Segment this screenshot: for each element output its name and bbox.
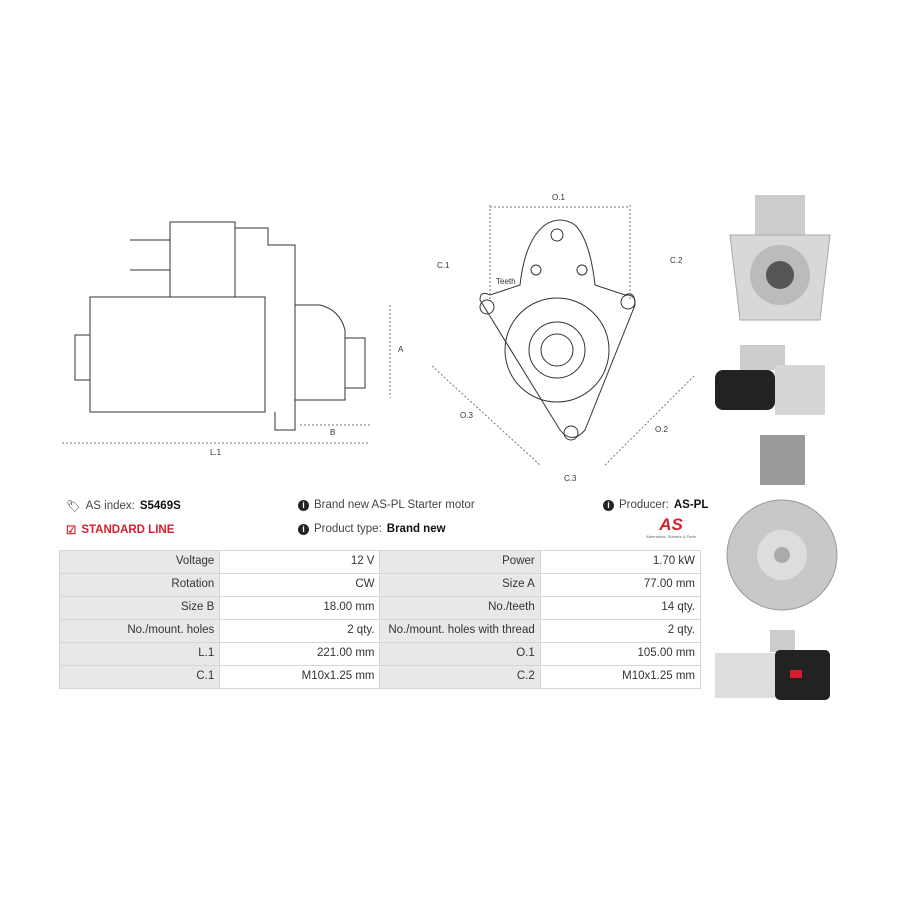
label-c3: C.3 <box>564 474 577 483</box>
info-icon: i <box>603 499 614 511</box>
spec-value: M10x1.25 mm <box>219 665 381 689</box>
spec-value: 1.70 kW <box>539 550 702 574</box>
product-photo-side <box>715 345 825 415</box>
spec-value: 77.00 mm <box>539 573 702 597</box>
spec-label: C.1 <box>58 665 221 689</box>
technical-drawing: L.1 A B O.1 O.2 O.3 C.1 C.2 C.3 Teeth <box>62 193 696 483</box>
spec-label: Voltage <box>58 550 221 574</box>
product-photo-top <box>715 630 830 700</box>
spec-label: No./mount. holes <box>58 619 221 643</box>
spec-label: Power <box>379 550 541 574</box>
front-view-drawing <box>431 205 696 466</box>
label-o2: O.2 <box>655 425 668 434</box>
check-square-icon: ☑ <box>66 525 77 537</box>
product-photo-rear <box>726 435 838 611</box>
spec-label: Size A <box>379 573 541 597</box>
spec-label: Size B <box>58 596 221 620</box>
spec-label: No./teeth <box>379 596 541 620</box>
product-photo-front <box>729 195 831 321</box>
spec-value: 221.00 mm <box>219 642 381 666</box>
as-pl-logo: AS Alternators, Starters & Parts <box>646 515 696 540</box>
spec-label: O.1 <box>379 642 541 666</box>
spec-label: C.2 <box>379 665 541 689</box>
spec-value: 14 qty. <box>539 596 702 620</box>
spec-value: M10x1.25 mm <box>539 665 702 689</box>
label-b: B <box>330 428 335 437</box>
standard-line-badge: ☑STANDARD LINE <box>66 524 175 537</box>
as-index-value: S5469S <box>139 500 181 512</box>
spec-label: Rotation <box>58 573 221 597</box>
spec-value: 18.00 mm <box>219 596 381 620</box>
label-c1: C.1 <box>437 261 450 270</box>
info-icon: i <box>298 523 309 535</box>
side-view-drawing <box>62 221 391 444</box>
label-o1: O.1 <box>552 193 565 202</box>
spec-value: 2 qty. <box>219 619 381 643</box>
spec-value: 105.00 mm <box>539 642 702 666</box>
label-teeth: Teeth <box>496 277 516 286</box>
spec-label: L.1 <box>58 642 221 666</box>
spec-value: 2 qty. <box>539 619 702 643</box>
label-l1: L.1 <box>210 448 222 457</box>
info-icon: i <box>298 499 309 511</box>
as-index: 🏷 AS index:S5469S <box>66 500 181 513</box>
label-c2: C.2 <box>670 256 683 265</box>
spec-label: No./mount. holes with thread <box>379 619 541 643</box>
spec-value: 12 V <box>219 550 381 574</box>
label-a: A <box>398 345 404 354</box>
label-o3: O.3 <box>460 411 473 420</box>
spec-value: CW <box>219 573 381 597</box>
tags-icon: 🏷 <box>66 501 81 513</box>
